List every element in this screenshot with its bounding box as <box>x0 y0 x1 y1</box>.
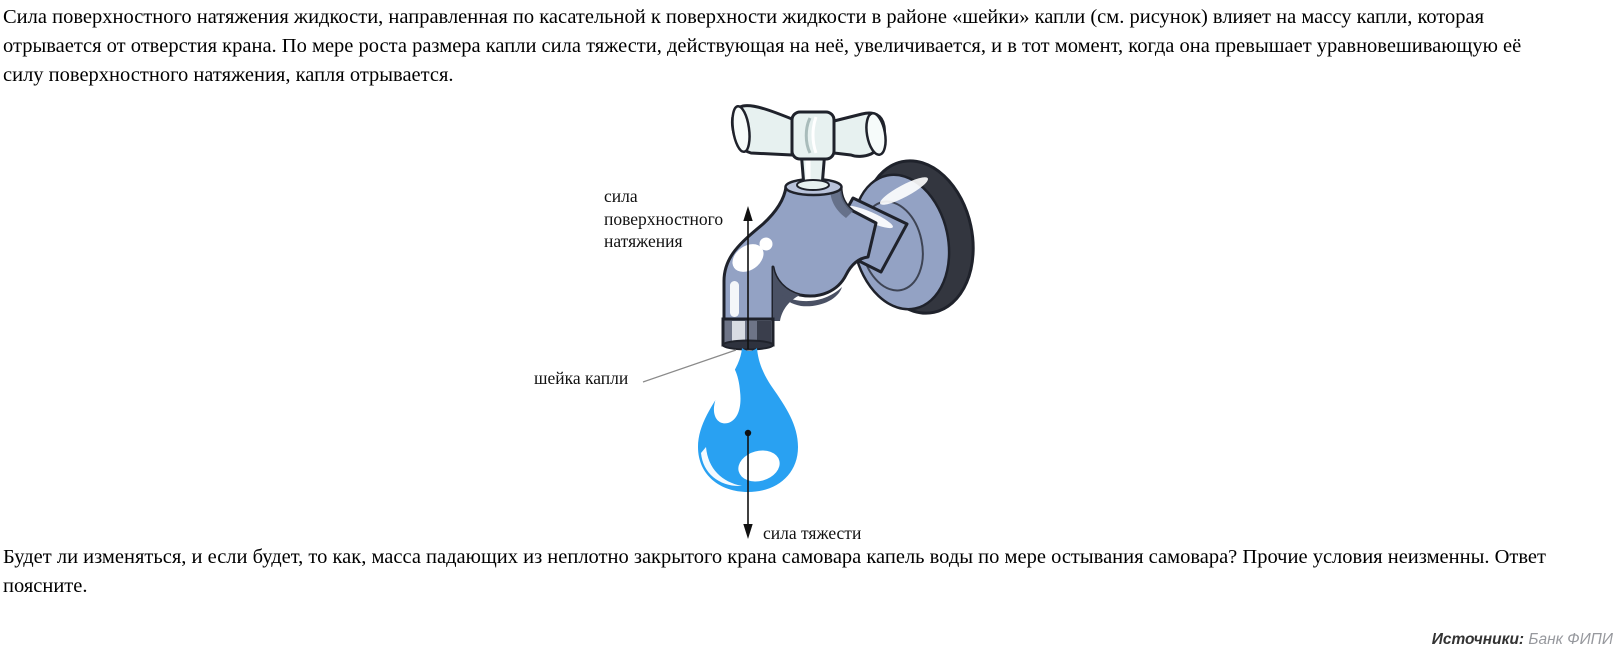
drop-neck-label: шейка капли <box>534 368 629 388</box>
surface-tension-label: сила поверхностного натяжения <box>604 186 724 251</box>
neck-leader-line <box>642 349 737 383</box>
gravity-arrow <box>743 429 753 539</box>
gravity-label: сила тяжести <box>763 523 862 543</box>
sources-label: Источники: <box>1431 631 1525 648</box>
faucet-illustration <box>642 104 975 539</box>
faucet-figure: сила поверхностного натяжения шейка капл… <box>520 95 980 547</box>
problem-intro-text: Сила поверхностного натяжения жидкости, … <box>3 6 1522 86</box>
sources-footer: Источники: Банк ФИПИ <box>1432 631 1613 649</box>
problem-question-text: Будет ли изменяться, и если будет, то ка… <box>3 546 1546 597</box>
source-link-fipi[interactable]: Банк ФИПИ <box>1528 631 1613 648</box>
faucet-handle-icon <box>730 104 887 191</box>
surface-tension-arrow <box>743 206 753 349</box>
